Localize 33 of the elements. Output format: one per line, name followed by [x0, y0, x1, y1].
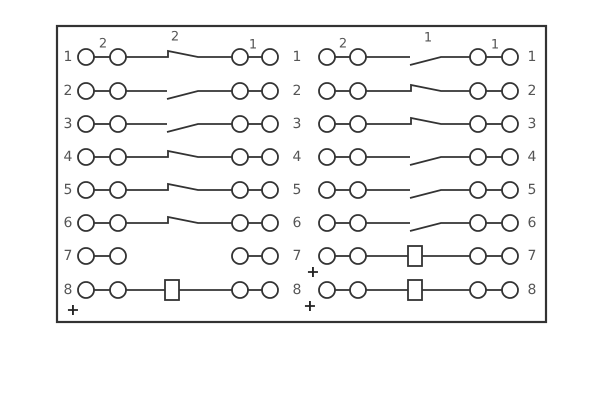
terminal-number: 8 [64, 283, 72, 297]
terminal-number: 5 [528, 183, 536, 197]
terminal-number: 4 [64, 150, 72, 164]
terminal-number: 2 [292, 84, 302, 98]
terminal-number: 1 [64, 50, 72, 64]
terminal-number: 4 [292, 150, 302, 164]
terminal-number: 6 [528, 216, 536, 230]
contact-number: 1 [424, 32, 432, 44]
terminal-number: 5 [64, 183, 72, 197]
contact-number: 1 [248, 38, 258, 52]
terminal-number: 3 [528, 117, 536, 131]
terminal-number: 8 [292, 283, 302, 297]
terminal-number: 1 [292, 50, 302, 64]
terminal-number: 2 [528, 84, 536, 98]
contact-number: 1 [490, 38, 500, 52]
terminal-number: 3 [292, 117, 302, 131]
terminal-number: 7 [64, 249, 72, 263]
polarity-mark: + [303, 298, 317, 314]
terminal-number: 6 [292, 216, 302, 230]
contact-number: 2 [170, 30, 180, 44]
polarity-mark: + [306, 264, 320, 280]
contact-number: 2 [338, 38, 348, 50]
terminal-number: 2 [64, 84, 72, 98]
terminal-number: 1 [528, 50, 536, 64]
terminal-number: 7 [528, 249, 536, 263]
terminal-number: 8 [528, 283, 536, 297]
contact-number: 2 [98, 38, 108, 50]
terminal-number: 7 [292, 249, 302, 263]
terminal-number: 5 [292, 183, 302, 197]
terminal-number: 6 [64, 216, 72, 230]
terminal-number: 3 [64, 117, 72, 131]
terminal-number: 4 [528, 150, 536, 164]
polarity-mark: + [66, 302, 80, 318]
